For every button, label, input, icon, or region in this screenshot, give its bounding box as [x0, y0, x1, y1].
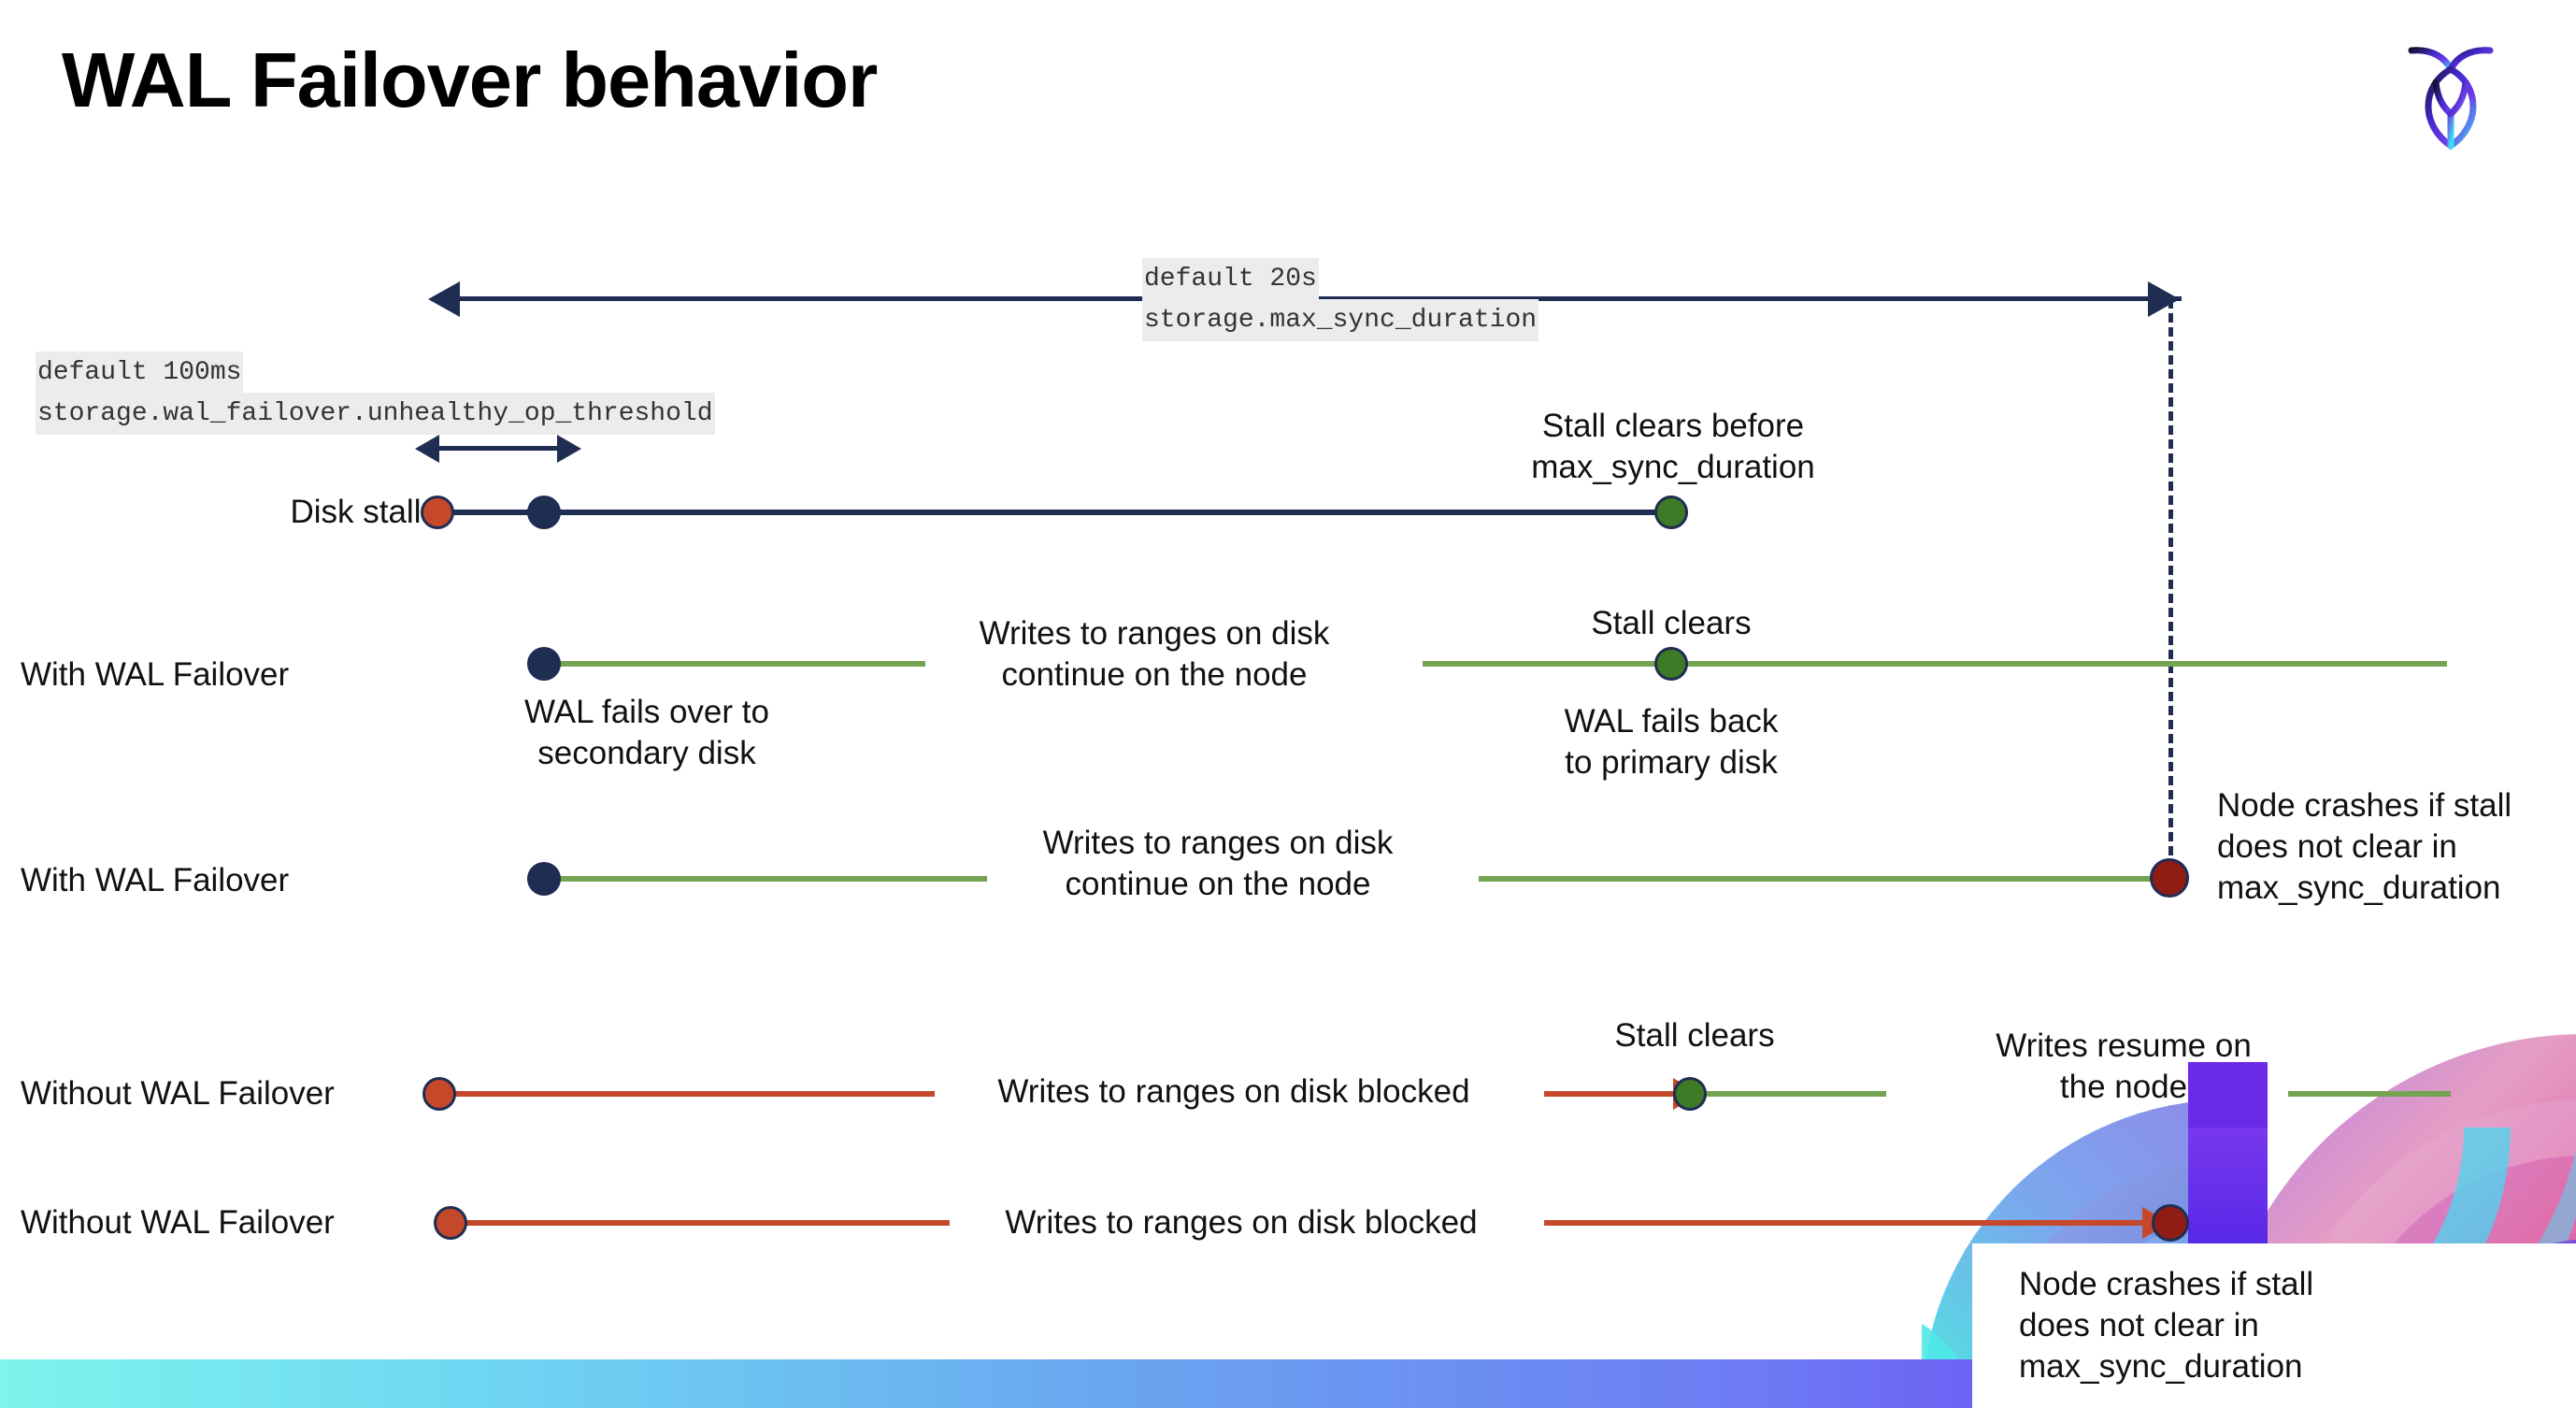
annotation-stall-clears-2: Stall clears [1614, 1017, 1775, 1054]
max-sync-setting-label: storage.max_sync_duration [1142, 299, 1539, 342]
with-failover-2-segment-a [542, 876, 987, 882]
annotation-wal-fails-over: WAL fails over to secondary disk [524, 694, 769, 772]
annotation-writes-continue-1: Writes to ranges on disk continue on the… [979, 615, 1330, 694]
annotation-node-crashes-2: Node crashes if stall does not clear in … [2019, 1266, 2314, 1386]
unhealthy-default-label: default 100ms [36, 352, 244, 395]
without-failover-1-resume-line-a [1703, 1091, 1886, 1097]
annotation-stall-clears-before: Stall clears before max_sync_duration [1531, 408, 1815, 486]
orange-dot-icon [434, 1206, 467, 1240]
with-failover-1-segment-b [1423, 661, 2447, 667]
annotation-writes-continue-2: Writes to ranges on disk continue on the… [1042, 825, 1394, 903]
page-title: WAL Failover behavior [62, 36, 878, 123]
max-sync-default-label: default 20s [1142, 258, 1319, 301]
arrow-left-small-icon [415, 435, 439, 463]
dark-red-dot-icon [2150, 858, 2189, 898]
cockroachdb-logo-icon [2395, 28, 2507, 159]
row-label-with-wal-failover-2: With WAL Failover [21, 862, 290, 898]
green-dot-icon [1654, 496, 1688, 529]
row-label-with-wal-failover-1: With WAL Failover [21, 656, 290, 693]
with-failover-2-segment-b [1479, 876, 2170, 882]
navy-dot-icon [527, 496, 561, 529]
dark-red-dot-icon [2152, 1204, 2189, 1242]
callout-box [1972, 1243, 2576, 1408]
annotation-writes-blocked-1: Writes to ranges on disk blocked [997, 1073, 1470, 1110]
arrow-right-icon [2148, 281, 2180, 317]
annotation-node-crashes-1: Node crashes if stall does not clear in … [2217, 787, 2512, 907]
green-dot-icon [1673, 1077, 1707, 1111]
annotation-stall-clears-1: Stall clears [1591, 605, 1752, 641]
annotation-writes-blocked-2: Writes to ranges on disk blocked [1005, 1204, 1478, 1241]
dashed-vertical-line-icon [2168, 299, 2173, 884]
without-failover-1-blocked-line [449, 1091, 935, 1097]
annotation-wal-fails-back: WAL fails back to primary disk [1564, 703, 1779, 782]
without-failover-2-blocked-line-b [1544, 1220, 2170, 1226]
unhealthy-setting-label: storage.wal_failover.unhealthy_op_thresh… [36, 393, 715, 436]
annotation-writes-resume: Writes resume on the node [1996, 1027, 2252, 1106]
arrow-right-small-icon [557, 435, 581, 463]
without-failover-1-resume-line-b [2288, 1091, 2451, 1097]
row-label-without-wal-failover-1: Without WAL Failover [21, 1075, 335, 1112]
arrow-left-icon [428, 281, 460, 317]
orange-dot-icon [422, 1077, 456, 1111]
green-dot-icon [1654, 647, 1688, 681]
unhealthy-threshold-span-line [437, 446, 559, 451]
navy-dot-icon [527, 647, 561, 681]
navy-dot-icon [527, 862, 561, 896]
without-failover-2-blocked-line-a [460, 1220, 950, 1226]
row-label-without-wal-failover-2: Without WAL Failover [21, 1204, 335, 1241]
disk-stalls-timeline [437, 510, 1681, 515]
row-label-disk-stalls: Disk stalls [290, 494, 437, 530]
orange-dot-icon [421, 496, 454, 529]
with-failover-1-segment-a [542, 661, 925, 667]
without-failover-1-blocked-line-2 [1544, 1091, 1681, 1097]
